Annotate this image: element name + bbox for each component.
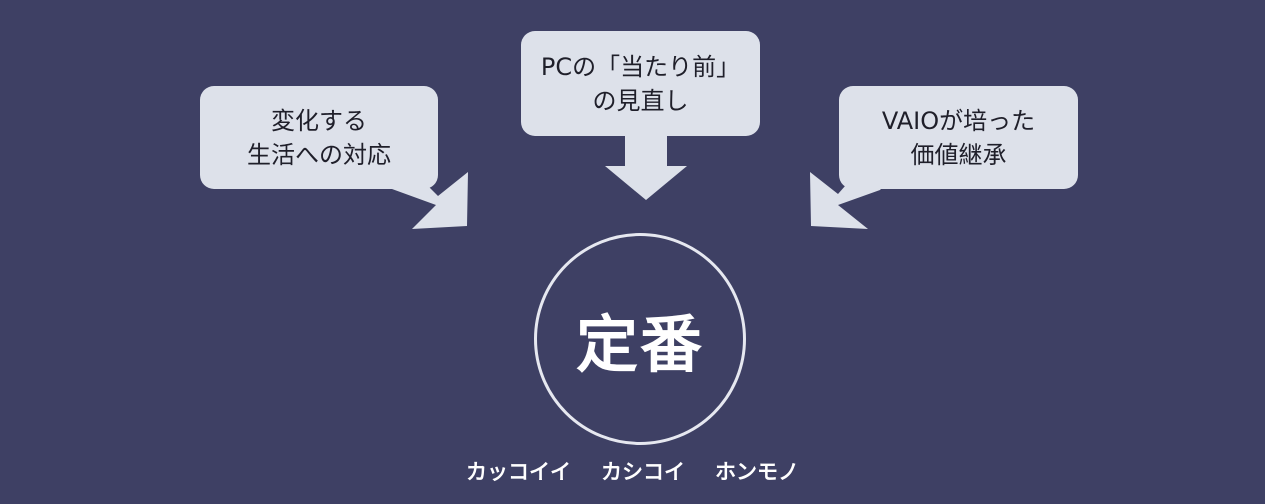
tagline-item-cool: カッコイイ <box>466 460 571 484</box>
callout-right-line1: VAIOが培った <box>881 106 1036 135</box>
tagline-item-genuine: ホンモノ <box>715 460 799 484</box>
callout-vaio-heritage: VAIOが培った 価値継承 <box>839 86 1078 189</box>
callout-center-line1: PCの「当たり前」 <box>540 52 741 81</box>
callout-right-line2: 価値継承 <box>910 140 1007 169</box>
tagline: カッコイイ カシコイ ホンモノ <box>0 455 1265 489</box>
callout-left-line1: 変化する <box>271 106 367 135</box>
callout-pc-rethink: PCの「当たり前」 の見直し <box>521 31 760 136</box>
callout-left-line2: 生活への対応 <box>247 140 391 169</box>
hub-circle: 定番 <box>534 233 746 445</box>
callout-center-line2: の見直し <box>592 86 689 115</box>
hub-label: 定番 <box>575 308 704 381</box>
center-arrow <box>605 134 687 200</box>
tagline-item-smart: カシコイ <box>601 460 685 484</box>
callout-changing-lifestyle: 変化する 生活への対応 <box>200 86 438 189</box>
